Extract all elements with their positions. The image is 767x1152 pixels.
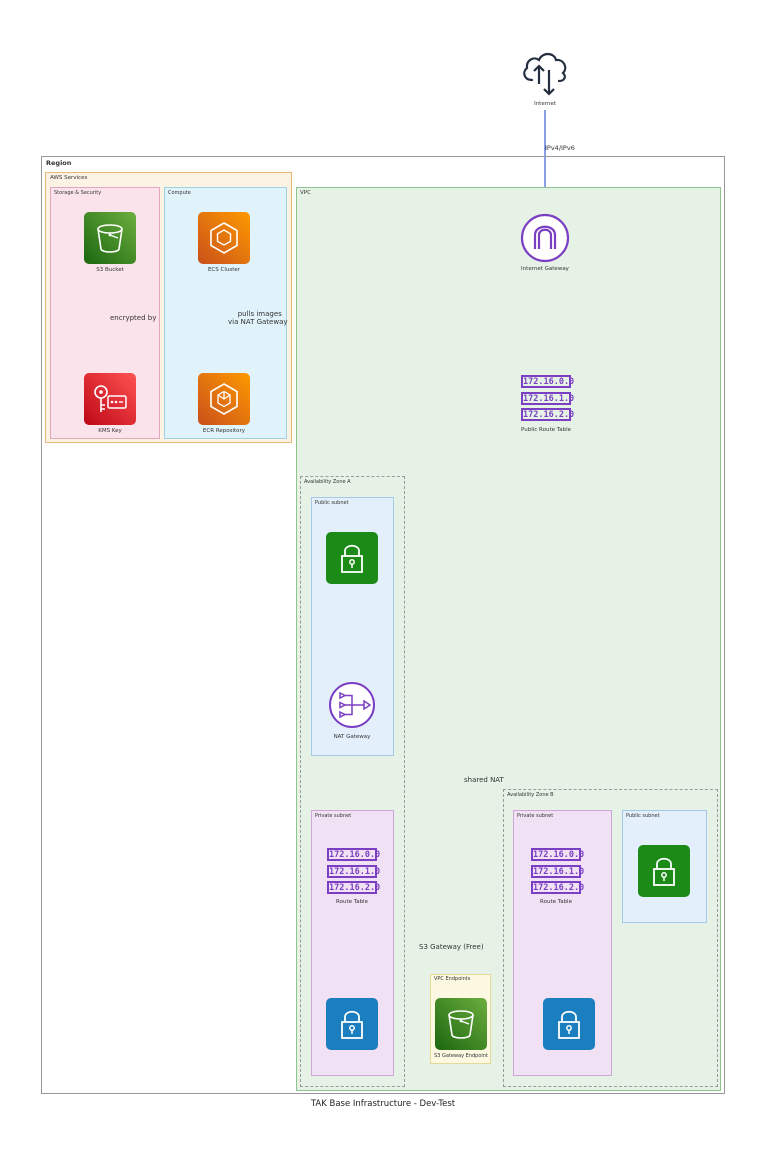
private-subnet-a-lock-icon[interactable] xyxy=(326,998,378,1050)
ecs-cluster-icon[interactable] xyxy=(198,212,250,264)
nat-gateway-label: NAT Gateway xyxy=(333,734,371,740)
az-b-label: Availability Zone B xyxy=(507,792,554,798)
route-table-b[interactable]: 172.16.0.0 172.16.1.0 172.16.2.0 xyxy=(531,848,585,898)
public-route-table[interactable]: 172.16.0.0 172.16.1.0 172.16.2.0 xyxy=(521,375,575,425)
ipv-edge-label: IPv4/IPv6 xyxy=(545,144,575,152)
diagram-title: TAK Base Infrastructure - Dev-Test xyxy=(310,1099,456,1109)
ecs-cluster-label: ECS Cluster xyxy=(207,267,241,273)
route-table-b-row-3: 172.16.2.0 xyxy=(531,881,585,894)
s3-gateway-endpoint-icon[interactable] xyxy=(435,998,487,1050)
route-table-b-row-2: 172.16.1.0 xyxy=(531,864,585,878)
vpc-label: VPC xyxy=(300,190,311,196)
availability-zone-b xyxy=(503,789,718,1087)
nat-gateway-icon[interactable] xyxy=(328,681,376,729)
route-table-a[interactable]: 172.16.0.0 172.16.1.0 172.16.2.0 xyxy=(327,848,381,898)
compute-label: Compute xyxy=(168,190,191,196)
public-route-row-2: 172.16.1.0 xyxy=(521,391,575,405)
region-label: Region xyxy=(46,159,72,167)
public-subnet-a-lock-icon[interactable] xyxy=(326,532,378,584)
s3-gateway-free-label: S3 Gateway (Free) xyxy=(419,943,484,951)
storage-security-label: Storage & Security xyxy=(54,190,102,196)
pulls-images-line1: pulls images xyxy=(237,310,282,318)
shared-nat-label: shared NAT xyxy=(464,776,504,784)
s3-bucket-icon[interactable] xyxy=(84,212,136,264)
ecr-repository-icon[interactable] xyxy=(198,373,250,425)
vpc-endpoints-label: VPC Endpoints xyxy=(434,976,471,982)
route-table-a-row-1: 172.16.0.0 xyxy=(327,848,381,861)
pulls-images-label: pulls images via NAT Gateway xyxy=(228,310,288,326)
internet-gateway-icon[interactable] xyxy=(520,213,570,263)
az-a-label: Availability Zone A xyxy=(304,479,351,485)
public-subnet-b-lock-icon[interactable] xyxy=(638,845,690,897)
private-subnet-a-label: Private subnet xyxy=(315,813,352,819)
ecr-repository-label: ECR Repository xyxy=(202,428,246,434)
private-subnet-b-label: Private subnet xyxy=(517,813,554,819)
kms-key-icon[interactable] xyxy=(84,373,136,425)
public-route-row-1: 172.16.0.0 xyxy=(521,375,575,388)
public-subnet-b-label: Public subnet xyxy=(626,813,660,819)
aws-services-label: AWS Services xyxy=(50,175,88,181)
private-subnet-b-lock-icon[interactable] xyxy=(543,998,595,1050)
route-table-a-row-3: 172.16.2.0 xyxy=(327,881,381,894)
route-table-a-label: Route Table xyxy=(336,899,368,905)
region-container xyxy=(41,156,725,1094)
route-table-a-row-2: 172.16.1.0 xyxy=(327,864,381,878)
public-route-row-3: 172.16.2.0 xyxy=(521,408,575,421)
availability-zone-a xyxy=(300,476,405,1087)
public-route-table-label: Public Route Table xyxy=(521,427,571,433)
s3-bucket-label: S3 Bucket xyxy=(96,267,124,273)
cloud-icon xyxy=(518,48,572,100)
pulls-images-line2: via NAT Gateway xyxy=(228,318,288,326)
internet-gateway-label: Internet Gateway xyxy=(521,266,569,272)
route-table-b-label: Route Table xyxy=(540,899,572,905)
internet-label: Internet xyxy=(534,101,556,107)
s3-gateway-endpoint-label: S3 Gateway Endpoint xyxy=(434,1053,488,1059)
encrypted-by-label: encrypted by xyxy=(110,314,157,322)
public-subnet-a-label: Public subnet xyxy=(315,500,349,506)
kms-key-label: KMS Key xyxy=(98,428,122,434)
route-table-b-row-1: 172.16.0.0 xyxy=(531,848,585,861)
